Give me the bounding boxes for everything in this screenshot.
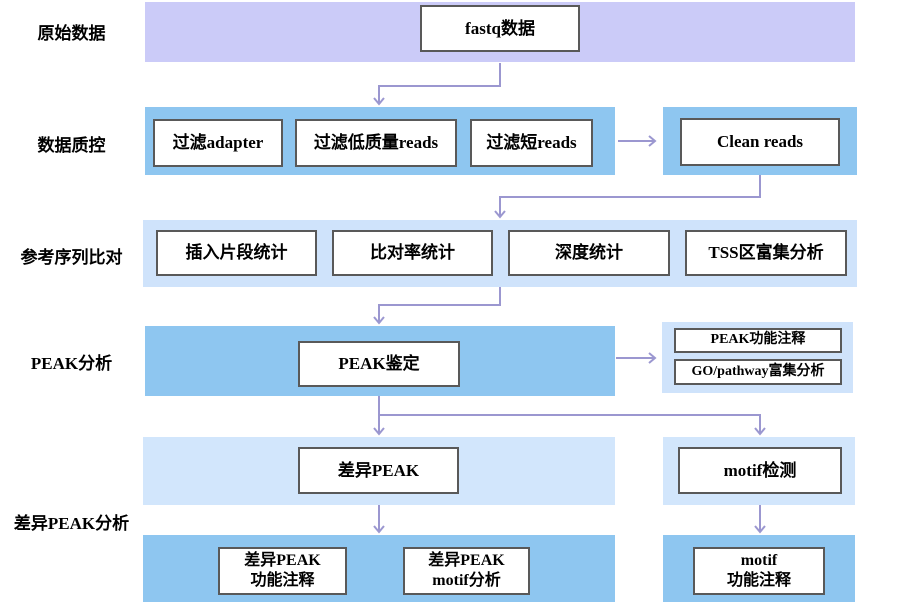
node-tss-enrichment: TSS区富集分析 xyxy=(685,230,847,276)
node-filter-short-reads: 过滤短reads xyxy=(470,119,593,167)
node-clean-reads: Clean reads xyxy=(680,118,840,166)
node-mapping-rate-stats: 比对率统计 xyxy=(332,230,493,276)
node-motif-annotation: motif 功能注释 xyxy=(693,547,825,595)
row-label-peak-analysis: PEAK分析 xyxy=(30,354,113,373)
band-diff-peak-results xyxy=(143,535,615,602)
node-motif-annotation-line2: 功能注释 xyxy=(726,572,791,589)
row-label-raw-data: 原始数据 xyxy=(37,24,106,43)
node-filter-adapter: 过滤adapter xyxy=(153,119,283,167)
node-filter-low-quality: 过滤低质量reads xyxy=(295,119,457,167)
arrow-peak-to-motif-detection xyxy=(379,414,766,436)
node-motif-detection: motif检测 xyxy=(678,447,842,494)
node-peak-annotation: PEAK功能注释 xyxy=(674,328,842,353)
node-peak-calling: PEAK鉴定 xyxy=(298,341,460,387)
node-diff-peak-annotation: 差异PEAK 功能注释 xyxy=(218,547,347,595)
node-diff-peak-motif-line2: motif分析 xyxy=(432,572,501,589)
node-go-pathway-enrichment: GO/pathway富集分析 xyxy=(674,359,842,385)
node-diff-peak-annotation-line2: 功能注释 xyxy=(250,572,315,589)
node-insert-size-stats: 插入片段统计 xyxy=(156,230,317,276)
row-label-quality-control: 数据质控 xyxy=(37,136,106,155)
node-depth-stats: 深度统计 xyxy=(508,230,670,276)
row-label-diff-peak-analysis: 差异PEAK分析 xyxy=(13,514,130,533)
node-diff-peak-annotation-line1: 差异PEAK xyxy=(244,552,321,569)
arrow-fastq-to-qc xyxy=(373,63,501,106)
row-label-alignment: 参考序列比对 xyxy=(20,248,123,267)
node-diff-peak-motif-analysis: 差异PEAK motif分析 xyxy=(403,547,530,595)
node-fastq-data: fastq数据 xyxy=(420,5,580,52)
node-diff-peak: 差异PEAK xyxy=(298,447,459,494)
node-diff-peak-motif-line1: 差异PEAK xyxy=(428,552,505,569)
arrow-alignment-to-peak xyxy=(373,287,501,325)
node-motif-annotation-line1: motif xyxy=(740,552,778,569)
arrow-clean-reads-to-alignment xyxy=(494,175,761,219)
